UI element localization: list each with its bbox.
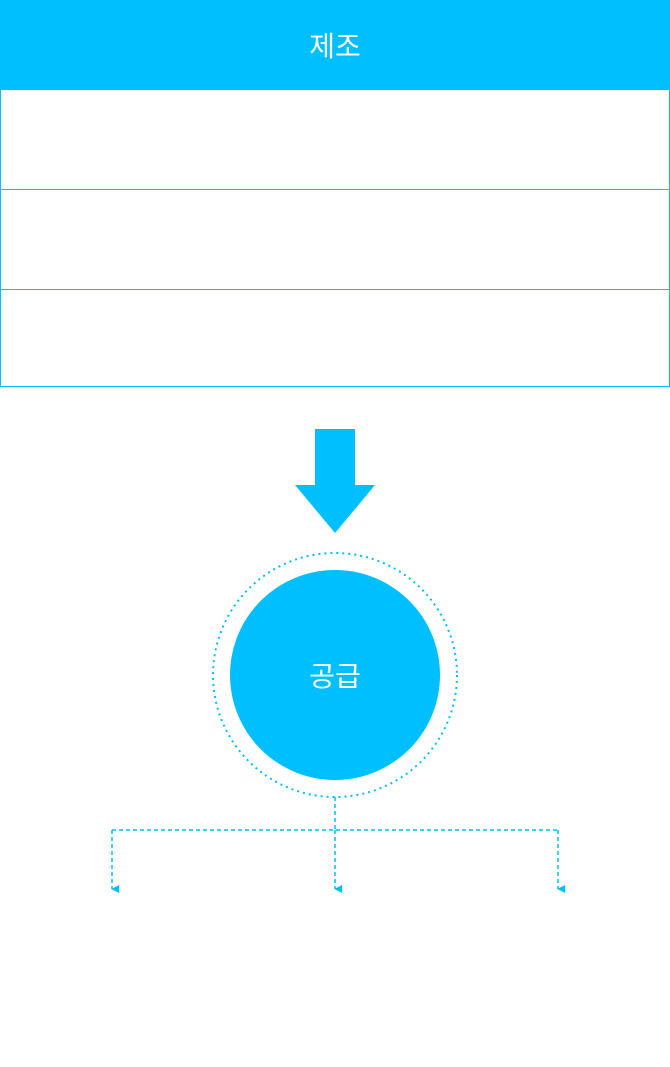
center-node-dotted-ring [212, 552, 458, 798]
process-table: 제조 [0, 0, 670, 387]
process-table-row-2 [1, 190, 669, 290]
down-arrow-icon [295, 429, 375, 533]
center-node-label: 공급 [309, 660, 361, 693]
process-table-header: 제조 [0, 0, 670, 90]
center-node-label-wrap: 공급 [230, 570, 440, 780]
process-table-title: 제조 [309, 30, 361, 63]
center-node-circle [230, 570, 440, 780]
process-table-row-1 [1, 90, 669, 190]
